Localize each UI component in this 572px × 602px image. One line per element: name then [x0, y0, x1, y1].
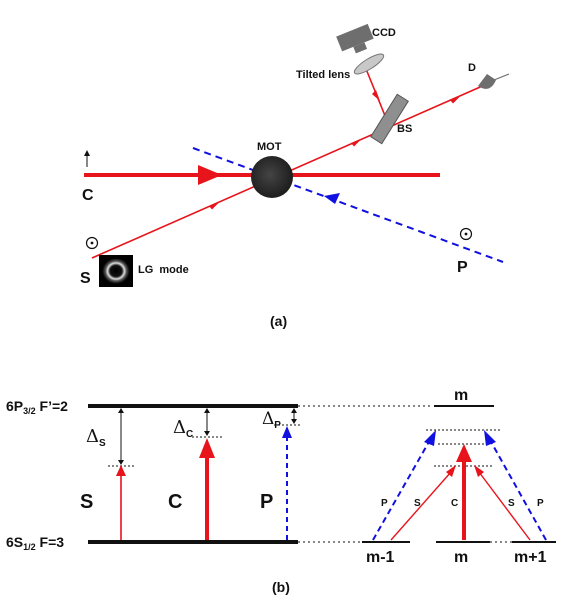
tilted-lens-label: Tilted lens: [296, 69, 350, 81]
panel-b: 6P3/2 F’=2 6S1/2 F=3 ΔS S ΔC C ΔP P m: [6, 387, 556, 595]
lg-mode-image: [99, 255, 133, 287]
p-transition-left-arrow-icon: [424, 430, 436, 446]
beam-splitter: [370, 93, 409, 145]
p-transition-arrow-icon: [282, 426, 292, 438]
c-label: C: [82, 187, 94, 204]
s-transition-left: [390, 471, 452, 541]
c-beam-arrow-icon: [198, 165, 222, 185]
c-transition-arrow-icon: [199, 438, 215, 458]
s-beam-label: S: [80, 491, 93, 513]
s-beam-arrow-3-icon: [450, 95, 461, 104]
s-beam-arrow-2-icon: [351, 138, 362, 147]
s-transition-arrow-icon: [116, 465, 126, 476]
m-plus-label: m+1: [514, 549, 547, 566]
s-label: S: [80, 270, 91, 287]
m-center-label: m: [454, 549, 468, 566]
delta-p-bottom-arrow-icon: [291, 419, 297, 424]
p-beam: [192, 147, 504, 263]
small-c-label: C: [451, 498, 458, 509]
delta-p-top-arrow-icon: [291, 408, 297, 413]
s-polarization-icon: [85, 236, 99, 250]
delta-s-bottom-arrow-icon: [118, 460, 124, 465]
p-transition-right-arrow-icon: [484, 430, 496, 446]
delta-c-top-arrow-icon: [204, 408, 210, 413]
small-s-left-label: S: [414, 498, 421, 509]
small-s-right-label: S: [508, 498, 515, 509]
p-beam-arrow-icon: [324, 193, 340, 204]
lower-level-label: 6S1/2 F=3: [6, 534, 64, 552]
delta-s-label: ΔS: [86, 426, 106, 449]
p-transition-right: [489, 439, 547, 541]
mot-label: MOT: [257, 141, 282, 153]
panel-a-caption: (a): [270, 313, 287, 329]
delta-s-top-arrow-icon: [118, 408, 124, 413]
delta-c-label: ΔC: [173, 417, 193, 440]
s-transition-left-arrow-icon: [446, 465, 456, 477]
bs-label: BS: [397, 123, 412, 135]
c-polarization-arrow-icon: [84, 150, 90, 156]
c-beam-label: C: [168, 491, 182, 513]
detector-lead: [493, 73, 510, 81]
p-beam-label: P: [260, 491, 273, 513]
s-beam-arrow-1-icon: [209, 201, 220, 210]
p-transition-left: [372, 439, 431, 541]
tilted-lens: [353, 53, 385, 75]
panel-a: CCD Tilted lens D MOT BS C S P LG mode (…: [80, 23, 510, 329]
small-p-left-label: P: [381, 498, 388, 509]
mot-sphere: [251, 156, 293, 198]
p-label: P: [457, 259, 468, 276]
lg-mode-label: LG mode: [138, 264, 189, 276]
detector-label: D: [468, 62, 476, 74]
delta-c-bottom-arrow-icon: [204, 431, 210, 436]
s-transition-right: [478, 471, 531, 541]
detector-icon: [478, 74, 496, 89]
small-p-right-label: P: [537, 498, 544, 509]
ccd-label: CCD: [372, 27, 396, 39]
reflected-beam-arrow-icon: [372, 90, 380, 101]
upper-level-label: 6P3/2 F’=2: [6, 398, 68, 416]
delta-p-label: ΔP: [262, 409, 281, 431]
m-minus-label: m-1: [366, 549, 395, 566]
s-transition-right-arrow-icon: [474, 465, 484, 477]
panel-b-caption: (b): [272, 579, 290, 595]
p-polarization-icon: [459, 227, 473, 241]
c-transition-center-arrow-icon: [456, 444, 472, 462]
ccd-camera-icon: [336, 23, 374, 54]
m-upper-label: m: [454, 387, 468, 404]
